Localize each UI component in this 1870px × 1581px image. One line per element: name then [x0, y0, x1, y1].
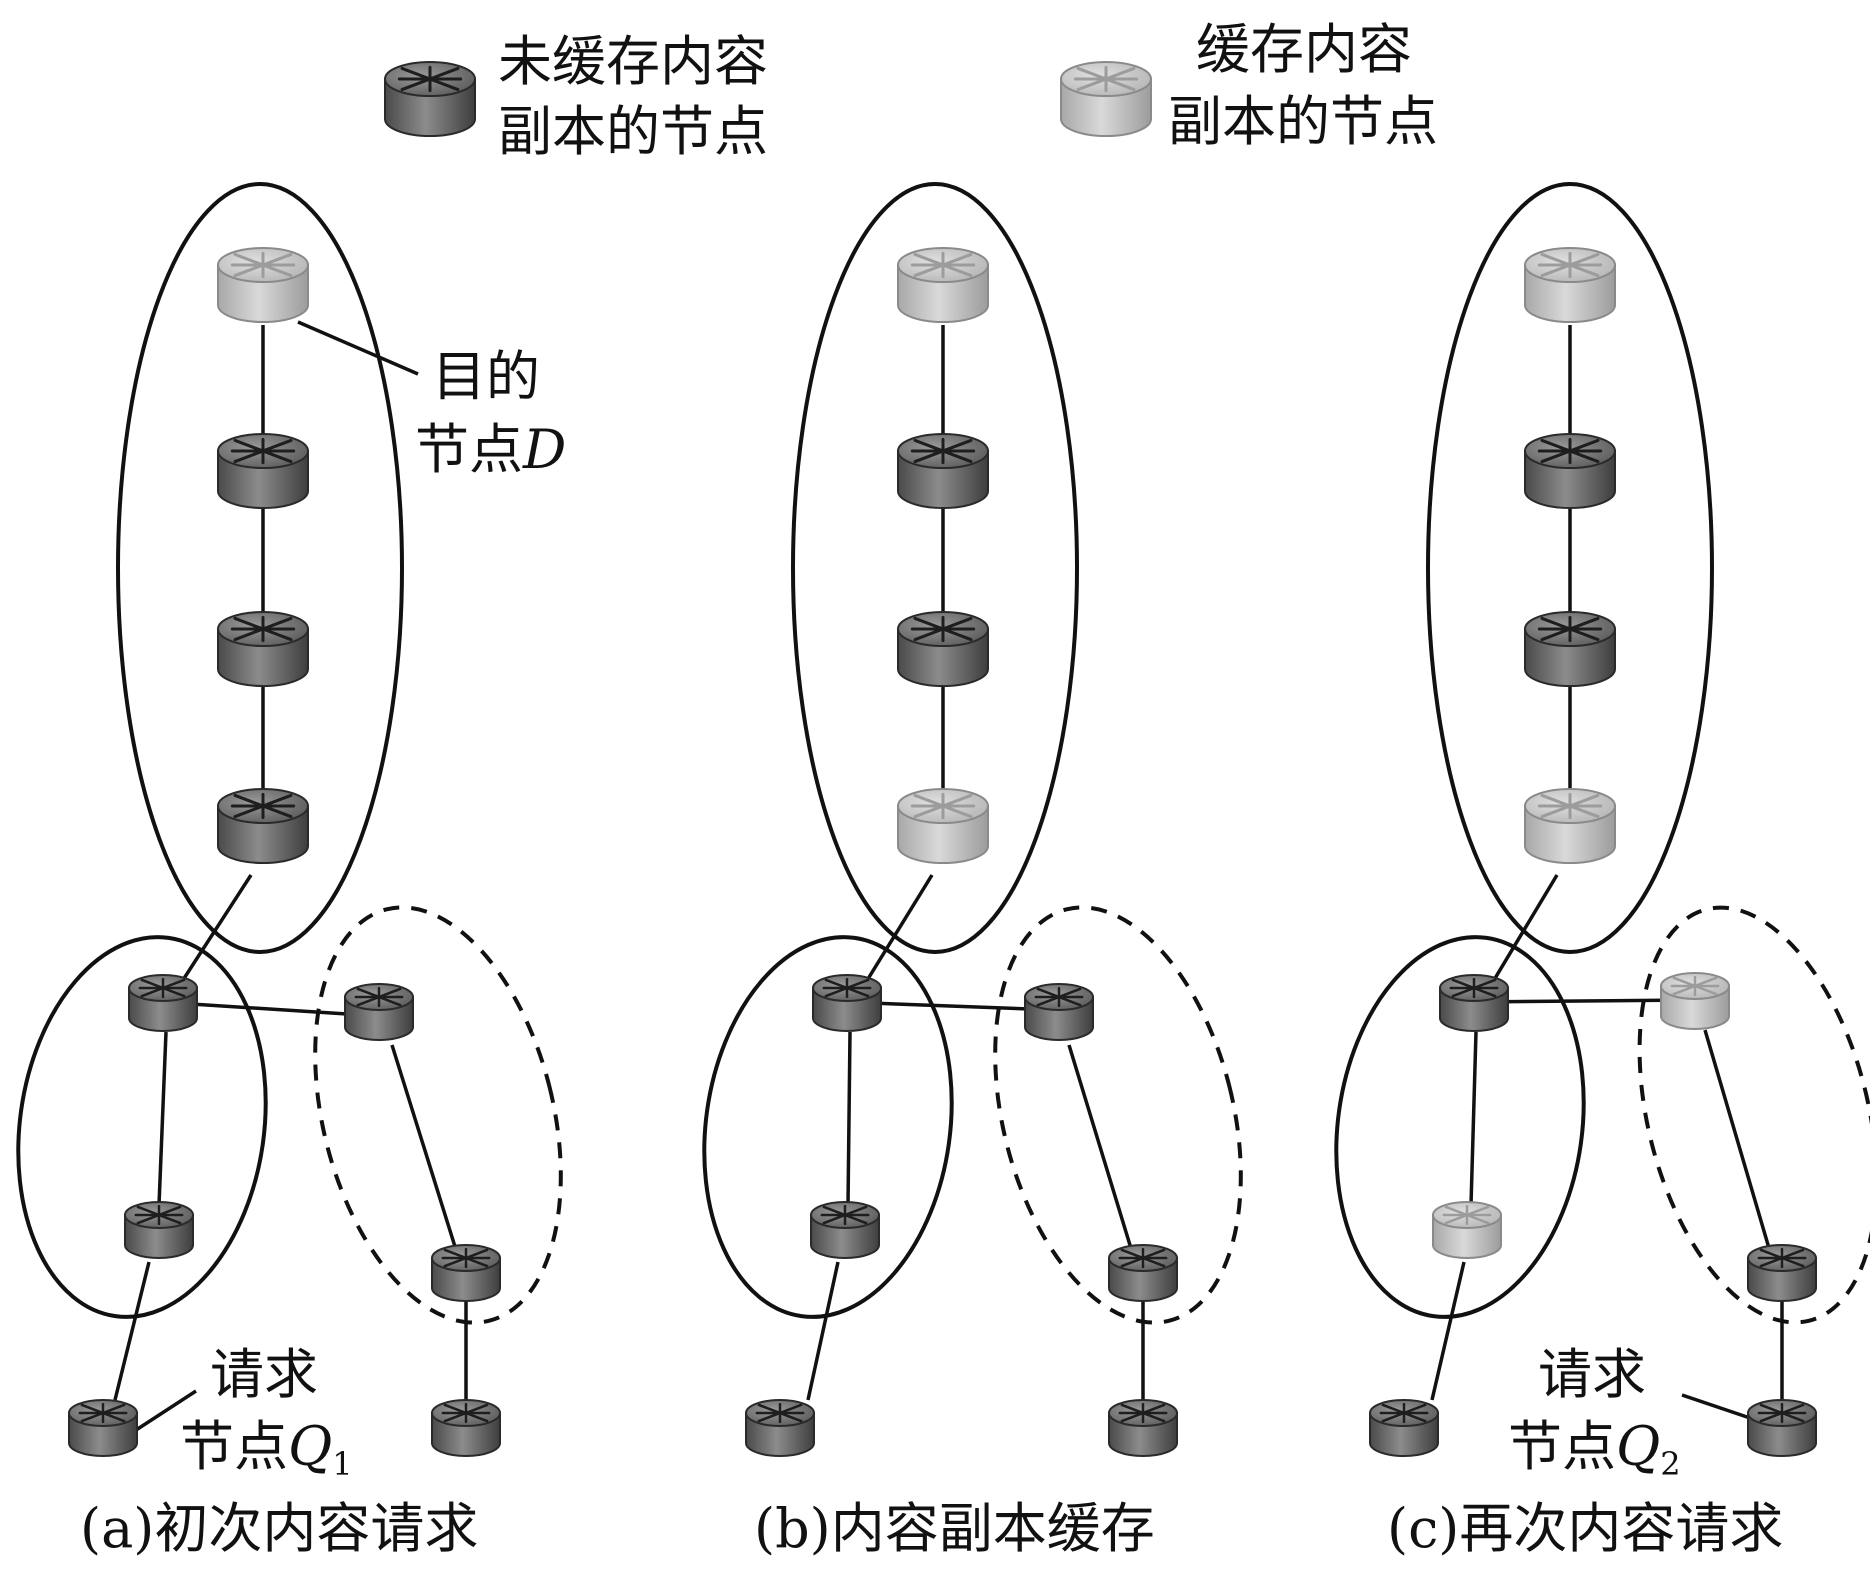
left-cluster-region: [1334, 935, 1586, 1319]
router-dark-icon: [897, 433, 989, 509]
router-dark-icon: [1024, 983, 1094, 1041]
link: [113, 1261, 151, 1401]
core-cluster-region: [791, 182, 1079, 954]
req-label-var: Q: [1616, 1415, 1660, 1478]
legend-cached-line1: 缓存内容: [1196, 18, 1412, 81]
request-node-label: 请求 节点Q1: [180, 1343, 353, 1483]
request-node-label: 请求 节点Q2: [1508, 1343, 1681, 1483]
router-dark-icon: [1524, 611, 1616, 687]
legend-uncached-line1: 未缓存内容: [498, 30, 768, 93]
router-light-icon: [1660, 972, 1730, 1030]
router-dark-icon: [128, 974, 198, 1032]
router-dark-icon: [745, 1399, 815, 1457]
req-label-line2: 节点: [1508, 1415, 1616, 1478]
panel-a: 目的 节点D 请求 节点Q1 (a)初次内容请求: [16, 182, 566, 1560]
core-cluster-region: [116, 182, 404, 954]
router-dark-icon: [1747, 1399, 1817, 1457]
router-dark-icon: [217, 611, 309, 687]
svg-text:节点Q1: 节点Q1: [180, 1415, 353, 1483]
router-dark-icon: [1439, 974, 1509, 1032]
router-dark-icon: [384, 61, 476, 137]
router-dark-icon: [897, 611, 989, 687]
router-light-icon: [897, 247, 989, 323]
req-label-sub: 2: [1660, 1445, 1680, 1483]
router-dark-icon: [1524, 433, 1616, 509]
panel-b: (b)内容副本缓存: [702, 182, 1243, 1560]
router-dark-icon: [810, 1201, 880, 1259]
router-light-icon: [1524, 788, 1616, 864]
router-dark-icon: [431, 1399, 501, 1457]
caption-c: (c)再次内容请求: [1387, 1497, 1783, 1560]
req-label-line1: 请求: [1538, 1343, 1646, 1406]
dest-label-line1: 目的: [432, 345, 540, 408]
router-light-icon: [897, 788, 989, 864]
legend: 未缓存内容 副本的节点 缓存内容 副本的节点: [384, 18, 1438, 163]
core-cluster-region: [1426, 182, 1714, 954]
link: [1469, 1031, 1478, 1206]
router-dark-icon: [812, 974, 882, 1032]
req-label-line1: 请求: [210, 1343, 318, 1406]
link: [1067, 1044, 1135, 1256]
legend-cached: 缓存内容 副本的节点: [1060, 18, 1438, 153]
req-label-leader: [132, 1389, 197, 1434]
dest-label-var: D: [522, 418, 566, 481]
dest-label-leader: [297, 320, 419, 376]
req-label-var: Q: [288, 1415, 332, 1478]
router-light-icon: [217, 247, 309, 323]
link: [390, 1044, 459, 1254]
router-dark-icon: [217, 788, 309, 864]
legend-uncached: 未缓存内容 副本的节点: [384, 30, 768, 163]
legend-cached-line2: 副本的节点: [1168, 90, 1438, 153]
caption-b: (b)内容副本缓存: [754, 1497, 1155, 1560]
right-cluster-region-dashed: [1637, 905, 1870, 1325]
router-dark-icon: [431, 1244, 501, 1302]
req-label-leader: [1681, 1393, 1751, 1420]
svg-text:节点Q2: 节点Q2: [1508, 1415, 1681, 1483]
left-cluster-region: [16, 935, 268, 1319]
router-dark-icon: [68, 1399, 138, 1457]
right-cluster-region-dashed: [313, 905, 563, 1325]
router-dark-icon: [344, 983, 414, 1041]
router-dark-icon: [1108, 1399, 1178, 1457]
legend-uncached-line2: 副本的节点: [498, 100, 768, 163]
router-light-icon: [1524, 247, 1616, 323]
req-label-sub: 1: [332, 1445, 352, 1483]
router-dark-icon: [1108, 1244, 1178, 1302]
link: [1703, 1029, 1773, 1256]
router-light-icon: [1060, 61, 1152, 137]
dest-label-line2: 节点: [415, 418, 523, 481]
router-dark-icon: [1369, 1399, 1439, 1457]
panel-c: 请求 节点Q2 (c)再次内容请求: [1334, 182, 1870, 1560]
svg-text:节点D: 节点D: [415, 418, 566, 481]
router-dark-icon: [217, 433, 309, 509]
dest-node-label: 目的 节点D: [415, 345, 566, 481]
link: [157, 1031, 168, 1206]
link: [846, 1031, 852, 1206]
router-light-icon: [1432, 1201, 1502, 1259]
req-label-line2: 节点: [180, 1415, 288, 1478]
link: [806, 1261, 840, 1401]
left-cluster-region: [702, 935, 954, 1319]
caption-a: (a)初次内容请求: [80, 1497, 478, 1560]
router-dark-icon: [124, 1201, 194, 1259]
link: [1430, 1261, 1466, 1401]
router-dark-icon: [1747, 1244, 1817, 1302]
right-cluster-region-dashed: [993, 905, 1243, 1325]
